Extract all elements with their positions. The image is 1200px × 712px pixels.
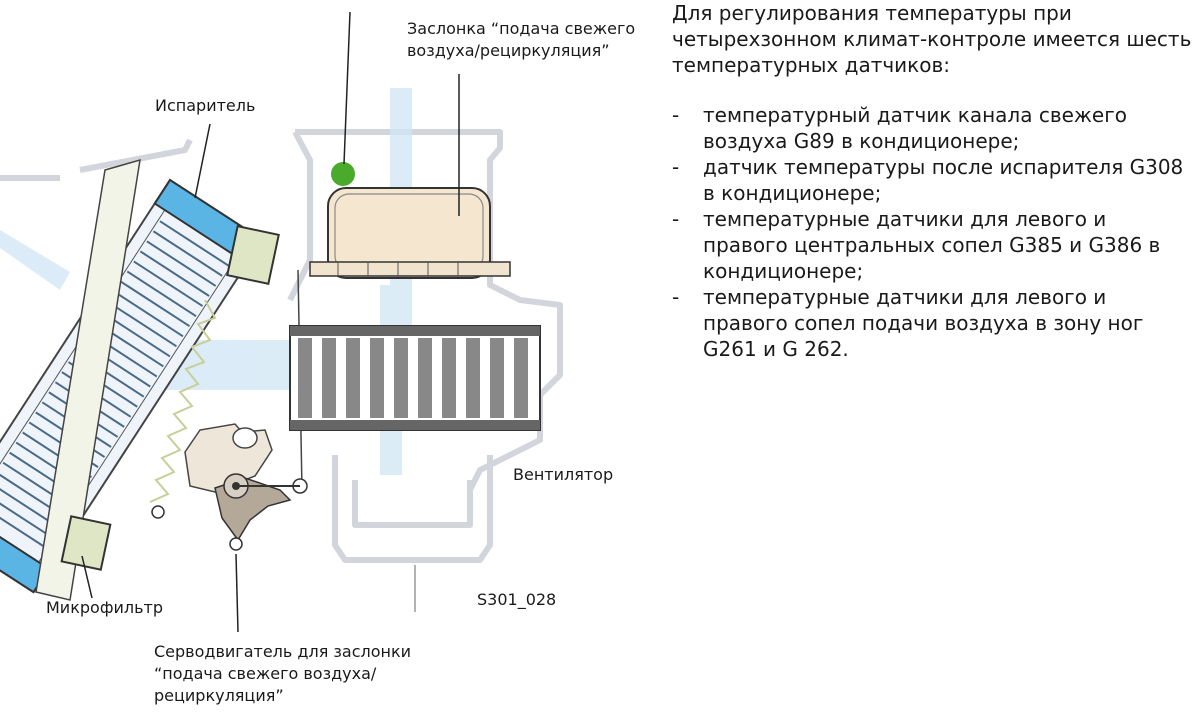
list-item: -температурный датчик канала свежего воз… (672, 102, 1194, 154)
climate-unit-diagram: Заслонка “подача свежего воздуха/рецирку… (0, 11, 635, 705)
intro-paragraph: Для регулирования температуры при четыре… (672, 1, 1192, 77)
servo-label-line-2: “подача свежего воздуха/ (154, 664, 377, 683)
list-dash: - (672, 103, 680, 127)
servo-motor (151, 423, 308, 551)
damper-label-line-1: Заслонка “подача свежего (407, 19, 635, 38)
servo-label-line-1: Серводвигатель для заслонки (154, 642, 411, 661)
list-item-text: температурный датчик канала свежего возд… (703, 103, 1127, 153)
sensor-list: -температурный датчик канала свежего воз… (672, 102, 1194, 362)
microfilter-label: Микрофильтр (46, 598, 163, 617)
sensor-description: Для регулирования температуры при четыре… (672, 0, 1194, 362)
air-conditioner-housing (0, 129, 563, 563)
servo-label-line-3: рециркуляция” (154, 686, 284, 705)
damper-label-line-2: воздуха/рециркуляция” (407, 41, 610, 60)
fan (289, 325, 541, 431)
evaporator-label: Испаритель (155, 96, 255, 115)
list-item-text: температурные датчики для левого и право… (703, 285, 1144, 361)
list-item: -температурные датчики для левого и прав… (672, 206, 1194, 284)
list-item: -датчик температуры после испарителя G30… (672, 154, 1194, 206)
temperature-sensor-dot (331, 162, 355, 186)
leader-lines (81, 11, 460, 633)
figure-id-label: S301_028 (477, 590, 556, 610)
list-item-text: датчик температуры после испарителя G308… (703, 155, 1184, 205)
list-item-text: температурные датчики для левого и право… (703, 207, 1161, 283)
list-dash: - (672, 207, 680, 231)
list-dash: - (672, 155, 680, 179)
list-item: -температурные датчики для левого и прав… (672, 284, 1194, 362)
list-dash: - (672, 285, 680, 309)
microfilter (35, 158, 280, 601)
fan-label: Вентилятор (513, 465, 613, 484)
